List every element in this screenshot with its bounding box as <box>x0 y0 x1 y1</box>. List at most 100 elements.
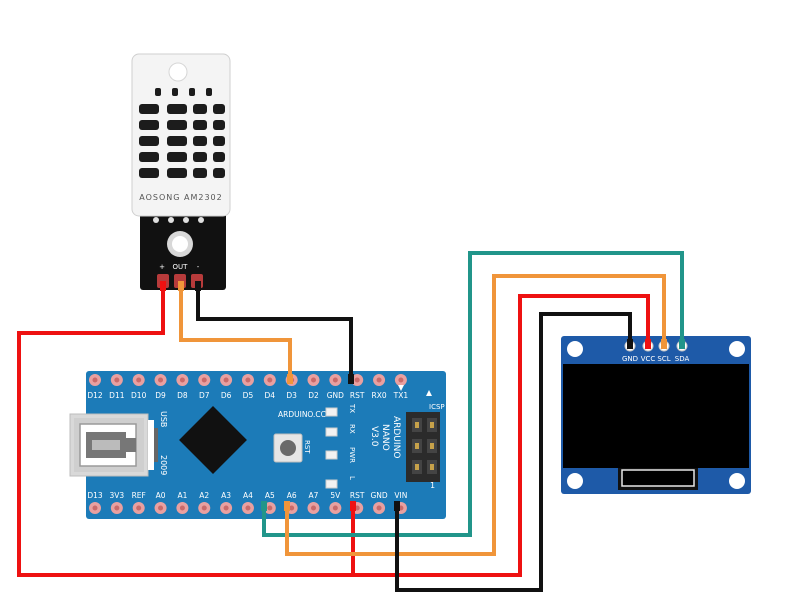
wire-end <box>178 281 184 291</box>
wire-sensor-out-orange <box>179 288 292 381</box>
wire-end <box>160 281 166 291</box>
grill-slot <box>193 104 207 114</box>
led-label: L <box>348 476 356 480</box>
top-pin-label: D6 <box>221 391 232 400</box>
bottom-pin-label: 3V3 <box>110 491 125 500</box>
name-line-2: NANO <box>380 424 390 451</box>
top-pin-label: D8 <box>177 391 188 400</box>
grill-slot <box>167 104 187 114</box>
grill-slot <box>193 168 207 178</box>
grill-slot <box>193 152 207 162</box>
wire-end <box>661 339 667 349</box>
wire-oled-vcc-red <box>353 294 650 577</box>
bottom-pin-label: A5 <box>265 491 275 500</box>
sensor-pin-minus-label: - <box>197 263 200 271</box>
top-pin-label: D2 <box>308 391 319 400</box>
arduino-cc-label: ARDUINO.CC <box>278 410 326 419</box>
microcontroller-chip <box>179 406 247 474</box>
bottom-pin-label: A1 <box>177 491 187 500</box>
oled-mount-hole-tl <box>567 341 583 357</box>
bottom-pin-label: RST <box>350 491 365 500</box>
wire-end <box>350 501 356 511</box>
bottom-pin-header <box>89 502 407 514</box>
top-pin-label: D7 <box>199 391 210 400</box>
pin-marker-arrow <box>398 385 404 391</box>
grill-slot <box>139 168 159 178</box>
bottom-pin-label: A6 <box>287 491 297 500</box>
wire-connector-ends <box>160 281 685 511</box>
wire-end <box>394 501 400 511</box>
top-pin-label: D9 <box>155 391 166 400</box>
wire-end <box>287 374 293 384</box>
grill-slot <box>193 120 207 130</box>
bottom-pin-label: A2 <box>199 491 209 500</box>
wire-end <box>645 339 651 349</box>
top-pin-label: D3 <box>286 391 297 400</box>
top-pin-header <box>89 374 407 386</box>
bottom-pin-label: A0 <box>156 491 166 500</box>
grill-slot <box>167 168 187 178</box>
wires <box>17 251 684 592</box>
top-pin-label: RX0 <box>371 391 386 400</box>
grill-slot <box>206 88 212 96</box>
top-pin-label: D12 <box>87 391 103 400</box>
wire-end <box>679 339 685 349</box>
bottom-pin-label: D13 <box>87 491 103 500</box>
grill-slot <box>213 152 225 162</box>
oled-screen <box>563 364 749 468</box>
bottom-pin-label: GND <box>370 491 387 500</box>
reset-label: RST <box>303 440 311 454</box>
grill-slot <box>189 88 195 96</box>
grill-slot <box>213 136 225 146</box>
am2302-sensor: AOSONG AM2302 + OUT - <box>131 53 231 290</box>
oled-pin-label: GND <box>622 355 638 363</box>
oled-pin-label: SDA <box>675 355 690 363</box>
led-label: PWR <box>348 447 356 463</box>
top-pin-label: TX1 <box>393 391 409 400</box>
oled-display-module <box>561 336 751 494</box>
top-pin-label: GND <box>327 391 344 400</box>
year-label: 2009 <box>159 455 168 475</box>
bottom-pin-label: A4 <box>243 491 253 500</box>
led-pwr <box>325 450 338 460</box>
bottom-pin-label: A7 <box>309 491 319 500</box>
sensor-mount-hole <box>168 62 188 82</box>
grill-slot <box>139 136 159 146</box>
bottom-pin-label: VIN <box>394 491 407 500</box>
reset-button <box>273 433 303 463</box>
top-pin-label: D10 <box>131 391 147 400</box>
grill-slot <box>167 152 187 162</box>
wire-end <box>348 374 354 384</box>
led-rx <box>325 427 338 437</box>
oled-pin-label: SCL <box>657 355 670 363</box>
icsp-header <box>406 412 440 482</box>
grill-slot <box>155 88 161 96</box>
led-label: TX <box>348 403 356 413</box>
oled-mount-hole-br <box>729 473 745 489</box>
wire-end <box>195 281 201 291</box>
sensor-brand-label: AOSONG AM2302 <box>139 193 222 202</box>
name-line-1: ARDUINO <box>391 416 401 458</box>
sensor-grill <box>139 88 225 178</box>
usb-label: USB <box>159 411 168 427</box>
wire-end <box>627 339 633 349</box>
grill-slot <box>139 152 159 162</box>
sensor-pins-top <box>153 217 204 223</box>
usb-connector <box>69 413 158 477</box>
grill-slot <box>193 136 207 146</box>
wire-sensor-vcc-red <box>17 288 355 577</box>
grill-slot <box>139 104 159 114</box>
wire-oled-gnd-black <box>395 312 632 592</box>
sensor-pin-plus-label: + <box>159 263 165 271</box>
arduino-name: ARDUINO NANO V3.0 <box>369 416 401 458</box>
bottom-pin-label: A3 <box>221 491 231 500</box>
bottom-pin-label: 5V <box>330 491 341 500</box>
name-line-3: V3.0 <box>369 426 379 447</box>
grill-slot <box>167 136 187 146</box>
